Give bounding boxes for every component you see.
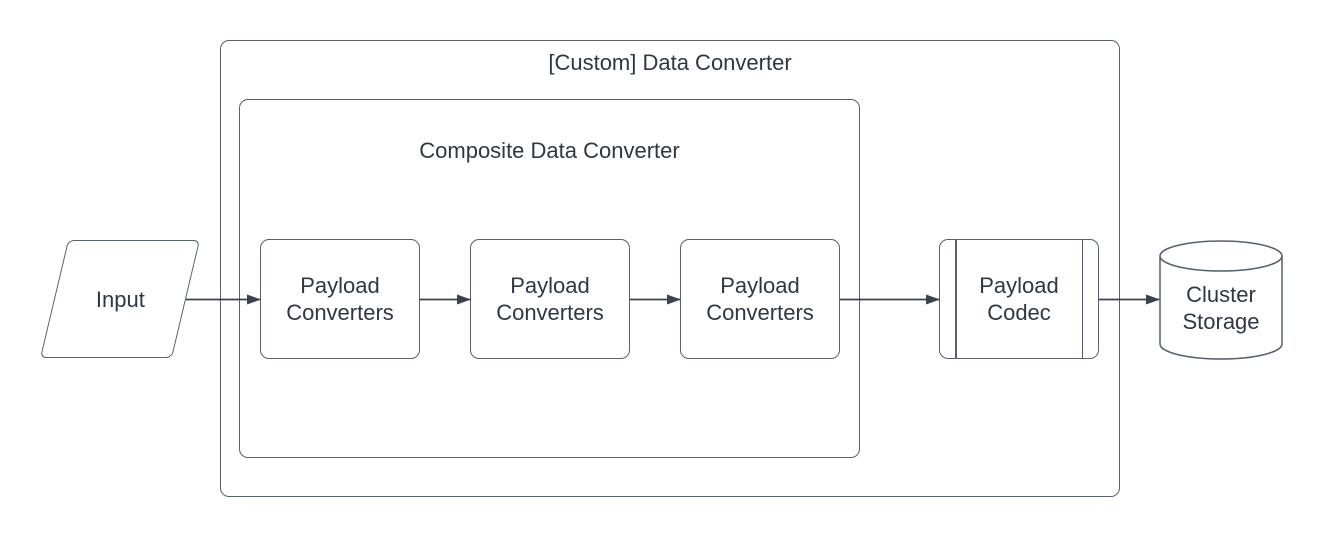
cylinder-shape — [1159, 240, 1283, 360]
node-payload-converters-1-label: Payload Converters — [286, 273, 394, 325]
node-input-label: Input — [95, 286, 145, 312]
process-right-bar — [1081, 240, 1083, 358]
node-input: Input — [39, 240, 201, 358]
node-payload-converters-3: Payload Converters — [680, 239, 840, 359]
node-payload-codec-label: Payload Codec — [979, 273, 1059, 325]
node-payload-converters-3-label: Payload Converters — [706, 273, 814, 325]
node-cluster-storage-label: Cluster Storage — [1182, 282, 1260, 334]
process-left-bar — [955, 240, 957, 358]
node-payload-converters-1: Payload Converters — [260, 239, 420, 359]
node-custom-data-converter-label: [Custom] Data Converter — [548, 50, 792, 75]
node-payload-converters-2: Payload Converters — [470, 239, 630, 359]
node-cluster-storage: Cluster Storage — [1159, 240, 1283, 360]
node-payload-codec: Payload Codec — [939, 239, 1099, 359]
node-composite-data-converter-label: Composite Data Converter — [419, 138, 680, 163]
node-payload-converters-2-label: Payload Converters — [496, 273, 604, 325]
